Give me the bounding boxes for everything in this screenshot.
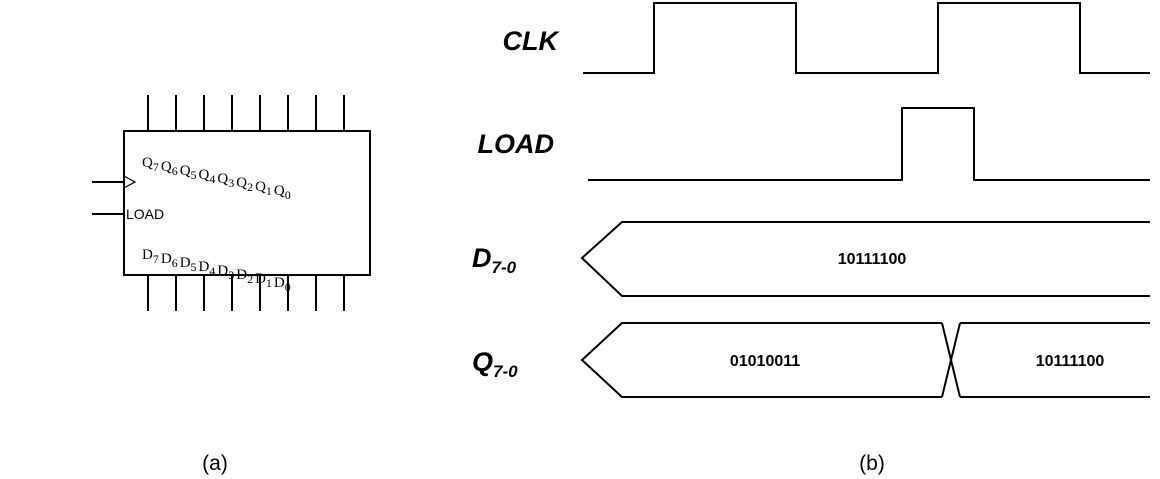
clk-waveform xyxy=(583,2,1150,74)
d-input-lines xyxy=(147,275,345,311)
q-pin-label: Q xyxy=(236,175,247,191)
q-pin-label: Q xyxy=(255,179,266,195)
q-pin-label: Q xyxy=(217,171,228,187)
q-pin-label: Q xyxy=(180,163,191,179)
d-pin-subscript: 1 xyxy=(266,276,272,290)
d-pin-subscript: 3 xyxy=(228,268,234,282)
q-pin-subscript: 3 xyxy=(228,176,234,190)
q-bus-segment-before xyxy=(580,322,942,398)
d-pin-label: D xyxy=(161,251,172,267)
d-pin-subscript: 5 xyxy=(191,260,197,274)
q-pin-label: Q xyxy=(161,159,172,175)
d-pin-subscript: 6 xyxy=(172,256,178,270)
q-pin-subscript: 7 xyxy=(153,160,159,174)
d-pin-label: D xyxy=(199,259,210,275)
caption-a: (a) xyxy=(202,452,228,475)
d-pin-subscript: 4 xyxy=(209,264,215,278)
load-pin-label: LOAD xyxy=(126,206,164,222)
d-pin-label: D xyxy=(142,247,153,263)
signal-label-q: Q7-0 xyxy=(472,347,518,381)
q-pin-subscript: 5 xyxy=(191,168,197,182)
q-pin-label: Q xyxy=(142,155,153,171)
q-pin-subscript: 0 xyxy=(285,188,291,202)
d-pin-label: D xyxy=(236,267,247,283)
clock-triangle-icon xyxy=(123,175,137,189)
load-waveform xyxy=(588,107,1150,181)
q-pin-label: Q xyxy=(199,167,210,183)
d-pin-label: D xyxy=(217,263,228,279)
d-bus-waveform xyxy=(580,221,1150,297)
d-pin-label: D xyxy=(274,275,285,291)
d-pin-label: D xyxy=(255,271,266,287)
q-pin-subscript: 4 xyxy=(209,172,215,186)
d-pin-subscript: 7 xyxy=(153,252,159,266)
register-body xyxy=(123,130,371,276)
signal-label-d: D7-0 xyxy=(472,243,517,277)
d-pin-label: D xyxy=(180,255,191,271)
q-pin-subscript: 2 xyxy=(247,180,253,194)
signal-label-load: LOAD xyxy=(478,129,555,159)
q-pin-label: Q xyxy=(274,183,285,199)
d-pin-subscript: 0 xyxy=(285,280,291,294)
q-output-lines xyxy=(147,95,345,131)
signal-label-clk: CLK xyxy=(503,26,561,56)
caption-b: (b) xyxy=(859,452,885,475)
q-bus-value-before: 01010011 xyxy=(730,353,800,370)
q-bus-value-after: 10111100 xyxy=(1036,353,1105,370)
register-block xyxy=(92,95,371,311)
q-pin-subscript: 6 xyxy=(172,164,178,178)
q-pin-subscript: 1 xyxy=(266,184,272,198)
d-bus-value: 10111100 xyxy=(838,251,907,268)
d-pin-subscript: 2 xyxy=(247,272,253,286)
q-bus-transition-b xyxy=(941,322,961,398)
